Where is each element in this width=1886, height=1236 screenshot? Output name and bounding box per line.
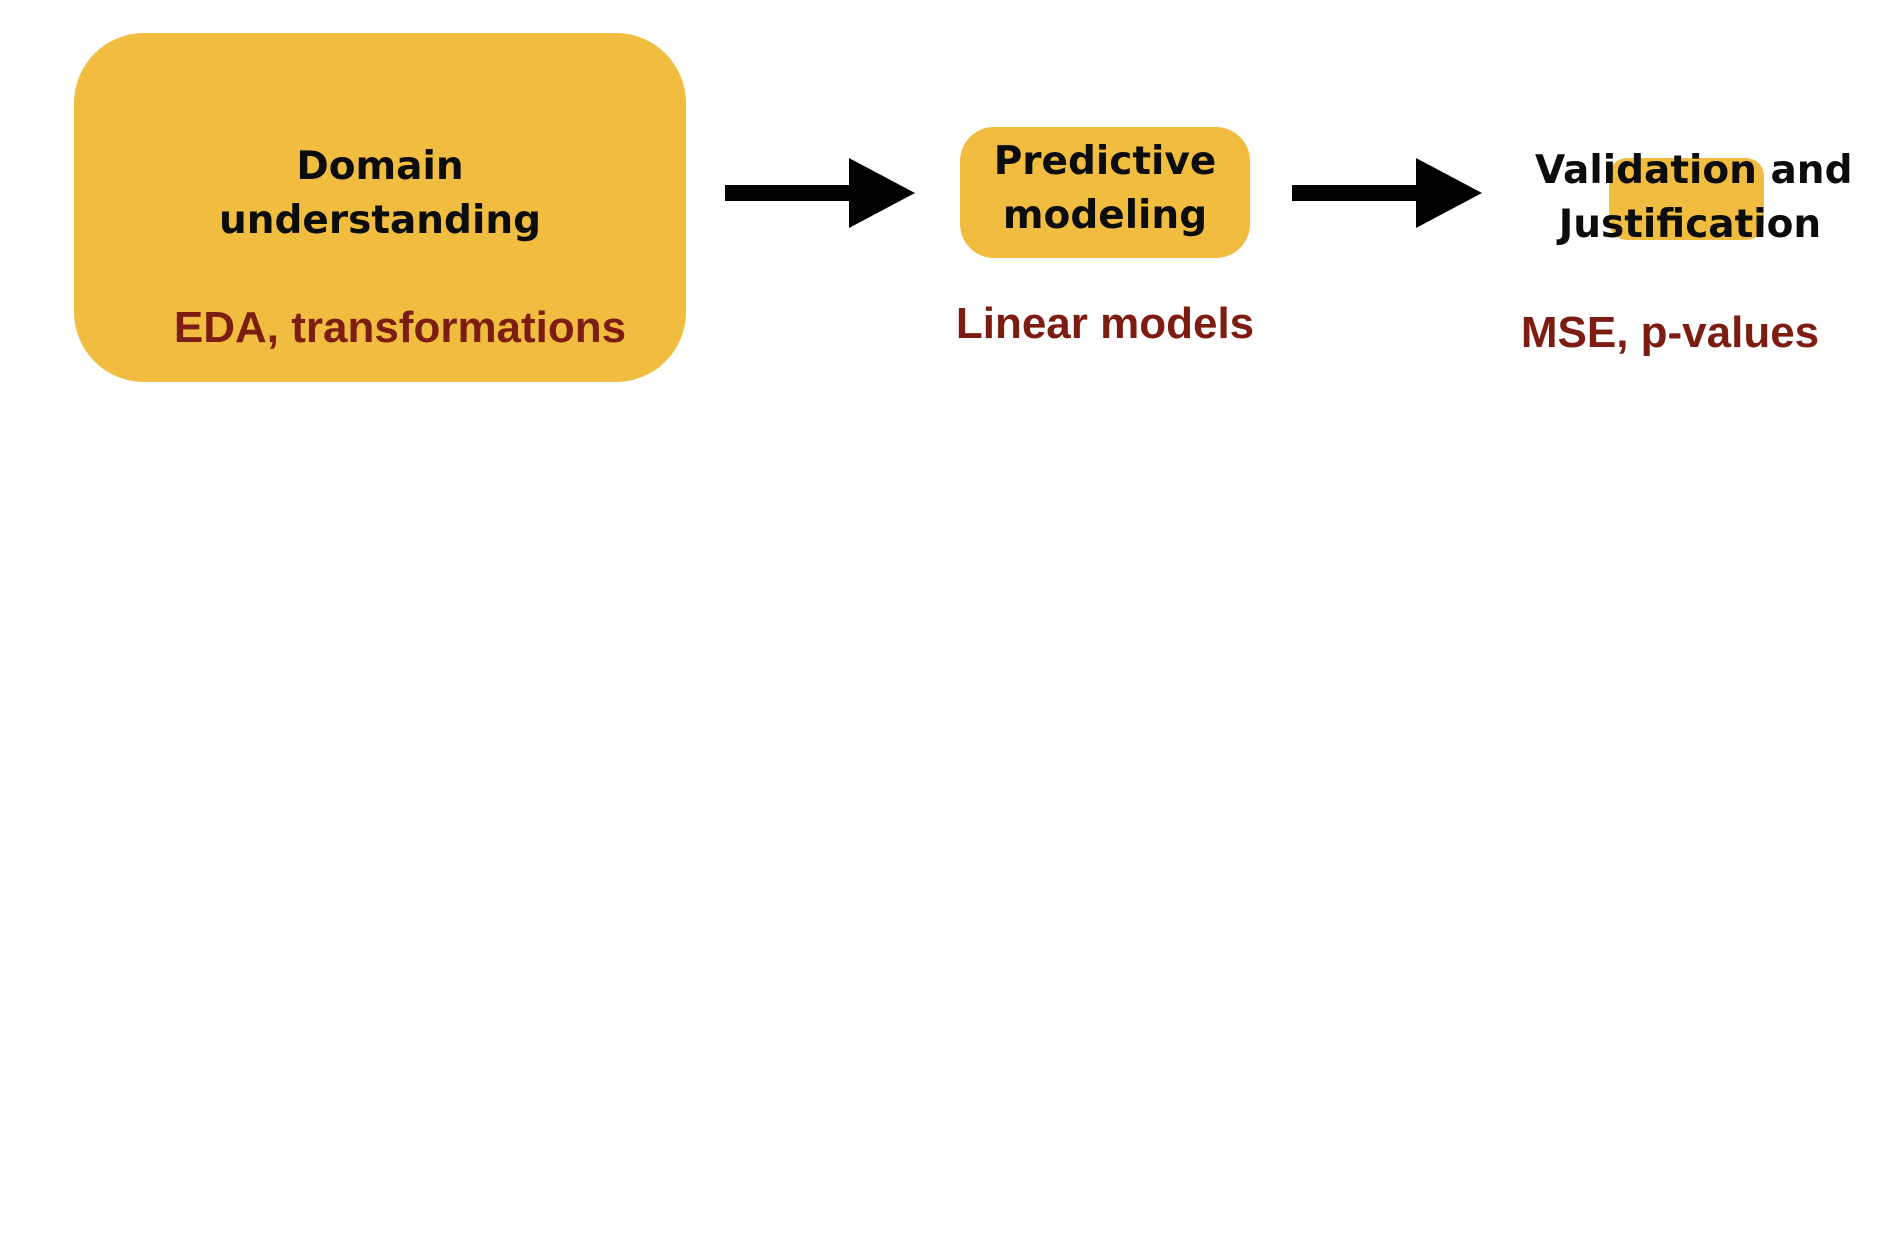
stage-box-validation xyxy=(1609,158,1764,240)
stage-title-line: understanding xyxy=(218,198,542,243)
stage-title-domain-understanding: Domain understanding xyxy=(180,140,580,248)
stage-title-line: Validation and xyxy=(1535,148,1853,193)
stage-title-line: modeling xyxy=(1002,193,1208,238)
arrow-right-icon xyxy=(725,158,915,228)
stage-box-predictive-modeling xyxy=(960,127,1250,258)
stage-title-line: Predictive xyxy=(993,139,1217,184)
stage-title-predictive-modeling: Predictive modeling xyxy=(955,135,1255,243)
stage-subtitle-mse-pvalues: MSE, p-values xyxy=(1520,308,1820,357)
stage-title-validation-justification: Validation and Justification xyxy=(1535,144,1853,252)
stage-subtitle-eda: EDA, transformations xyxy=(173,303,627,352)
stage-subtitle-linear-models: Linear models xyxy=(955,299,1255,348)
stage-title-line: Domain xyxy=(296,144,464,189)
stage-title-line: Justification xyxy=(1558,202,1822,247)
arrow-right-icon xyxy=(1292,158,1482,228)
stage-box-domain-understanding xyxy=(74,33,686,382)
